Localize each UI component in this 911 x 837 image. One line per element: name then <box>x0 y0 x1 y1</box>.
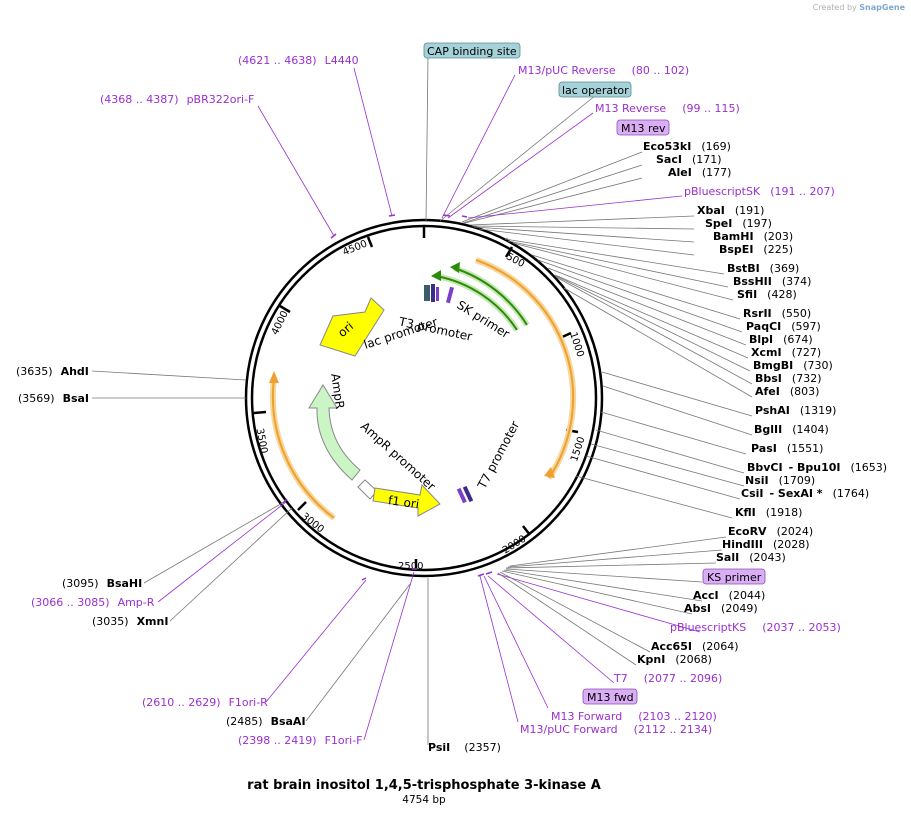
enzyme-absi: AbsI(2049) <box>684 602 758 615</box>
feature-m13-puc-forward: M13/pUC Forward(2112 .. 2134) <box>520 723 712 736</box>
enzyme-bspei: BspEI(225) <box>719 243 793 256</box>
enzyme-bsahi: (3095)BsaHI <box>62 577 142 590</box>
right-labels: M13/pUC Reverse(80 .. 102) M13 Reverse(9… <box>518 64 887 736</box>
leader-lines-right <box>425 56 753 745</box>
left-labels: (4621 .. 4638)L4440 (4368 .. 4387)pBR322… <box>16 54 501 754</box>
feature-amp-r: (3066 .. 3085)Amp-R <box>31 596 155 609</box>
m13-fwd-label: M13 fwd <box>587 691 634 704</box>
enzyme-bsai: (3569)BsaI <box>18 392 89 405</box>
label-t7-promoter: T7 promoter <box>474 419 522 492</box>
tick-label-500: 500 <box>504 251 526 270</box>
lac-operator-label: lac operator <box>562 84 629 97</box>
enzyme-bamhi: BamHI(203) <box>713 230 793 243</box>
leader-lines-left <box>91 370 411 722</box>
enzyme-acci: AccI(2044) <box>693 589 765 602</box>
enzyme-rsrii: RsrII(550) <box>743 307 811 320</box>
feature-l4440: (4621 .. 4638)L4440 <box>238 54 359 67</box>
enzyme-kpni: KpnI(2068) <box>637 653 712 666</box>
map-title: rat brain inositol 1,4,5-trisphosphate 3… <box>247 778 601 793</box>
enzyme-bbvci-bpu10i: BbvCI- Bpu10I(1653) <box>747 461 887 474</box>
enzyme-hindiii: HindIII(2028) <box>722 538 810 551</box>
tick-labels: 500 1000 1500 2000 2500 3000 3500 4000 4… <box>254 239 588 572</box>
feature-arcs <box>269 257 577 521</box>
enzyme-xmni: (3035)XmnI <box>92 615 168 628</box>
enzyme-xbai: XbaI(191) <box>697 204 764 217</box>
tick-label-3000: 3000 <box>299 511 326 535</box>
feature-pbr322ori-f: (4368 .. 4387)pBR322ori-F <box>100 93 254 106</box>
feature-f1ori-r: (2610 .. 2629)F1ori-R <box>142 696 268 709</box>
enzyme-bglii: BglII(1404) <box>754 423 829 436</box>
ks-primer-label: KS primer <box>707 571 762 584</box>
enzyme-alei: AleI(177) <box>668 166 731 179</box>
enzyme-bbsi: BbsI(732) <box>755 372 822 385</box>
tick-label-2000: 2000 <box>501 534 528 557</box>
enzyme-bsaai: (2485)BsaAI <box>226 715 306 728</box>
enzyme-ecorv: EcoRV(2024) <box>728 525 813 538</box>
credit-prefix: Created by <box>812 3 857 12</box>
enzyme-csii-sexai: CsiI- SexAI *(1764) <box>741 487 869 500</box>
enzyme-kfli: KflI(1918) <box>735 506 802 519</box>
enzyme-nsii: NsiI(1709) <box>745 474 815 487</box>
enzyme-acc65i: Acc65I(2064) <box>651 640 739 653</box>
map-length: 4754 bp <box>402 794 446 806</box>
label-ampr-promoter: AmpR promoter <box>358 419 438 493</box>
enzyme-ahdi: (3635)AhdI <box>16 365 89 378</box>
enzyme-eco53ki: Eco53kI(169) <box>643 140 731 153</box>
enzyme-bmgbi: BmgBI(730) <box>753 359 833 372</box>
enzyme-xcmi: XcmI(727) <box>751 346 821 359</box>
tick-label-2500: 2500 <box>398 561 423 572</box>
enzyme-paqci: PaqCI(597) <box>746 320 821 333</box>
feature-f1ori-f: (2398 .. 2419)F1ori-F <box>238 734 363 747</box>
tick-label-3500: 3500 <box>254 427 269 454</box>
snapgene-credit: Created by SnapGene <box>813 3 905 12</box>
enzyme-pasi: PasI(1551) <box>751 442 823 455</box>
label-ampr: AmpR <box>328 373 347 410</box>
enzyme-pshai: PshAI(1319) <box>755 404 836 417</box>
enzyme-bsshii: BssHII(374) <box>733 275 811 288</box>
enzyme-saci: SacI(171) <box>656 153 722 166</box>
enzyme-sfii: SfiI(428) <box>737 288 797 301</box>
enzyme-psii: PsiI(2357) <box>428 741 501 754</box>
tick-label-4500: 4500 <box>341 239 369 259</box>
feature-pbluescriptsk: pBluescriptSK(191 .. 207) <box>684 185 835 198</box>
feature-m13-reverse: M13 Reverse(99 .. 115) <box>595 102 740 115</box>
enzyme-bstbi: BstBI(369) <box>727 262 799 275</box>
enzyme-sali: SalI(2043) <box>716 551 786 564</box>
label-f1-ori: f1 ori <box>387 493 420 511</box>
cap-binding-site-label: CAP binding site <box>427 45 517 58</box>
purple-site-marks <box>282 214 493 581</box>
leader-lines-left-purple <box>157 67 415 741</box>
snapgene-logo: SnapGene <box>859 3 905 12</box>
boxed-labels: CAP binding site lac operator M13 rev KS… <box>423 42 766 705</box>
leader-lines-right-purple <box>441 74 701 723</box>
feature-m13-forward: M13 Forward(2103 .. 2120) <box>551 710 717 723</box>
enzyme-spei: SpeI(197) <box>705 217 772 230</box>
feature-pbluescriptks: pBluescriptKS(2037 .. 2053) <box>670 621 841 634</box>
enzyme-blpi: BlpI(674) <box>749 333 813 346</box>
feature-m13-puc-reverse: M13/pUC Reverse(80 .. 102) <box>518 64 689 77</box>
m13-rev-label: M13 rev <box>621 122 666 135</box>
feature-t7: T7(2077 .. 2096) <box>613 672 722 685</box>
plasmid-backbone <box>244 218 604 578</box>
enzyme-afei: AfeI(803) <box>755 385 819 398</box>
